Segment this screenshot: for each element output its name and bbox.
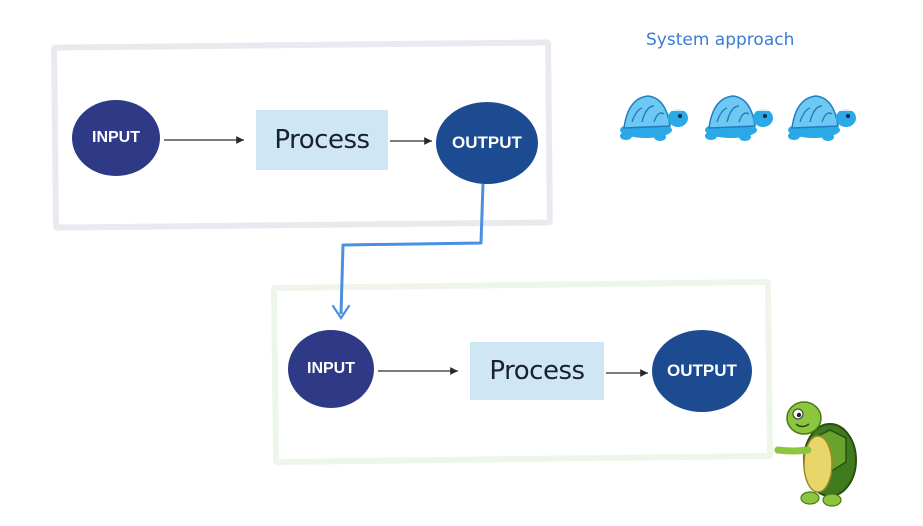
connector-output-to-input xyxy=(339,183,485,315)
output-node-1: OUTPUT xyxy=(436,102,538,184)
input-node-1: INPUT xyxy=(72,100,160,176)
turtle-icon xyxy=(788,95,856,141)
turtle-icon xyxy=(620,95,688,141)
input-node-2: INPUT xyxy=(288,330,374,408)
process-box-1: Process xyxy=(256,110,388,170)
diagram-title: System approach xyxy=(646,30,795,50)
connector-arrowhead xyxy=(331,304,351,320)
process-box-2: Process xyxy=(470,342,604,400)
turtle-icon xyxy=(705,95,773,141)
cartoon-turtle-pointing-icon xyxy=(774,401,857,507)
output-node-2: OUTPUT xyxy=(652,330,752,412)
